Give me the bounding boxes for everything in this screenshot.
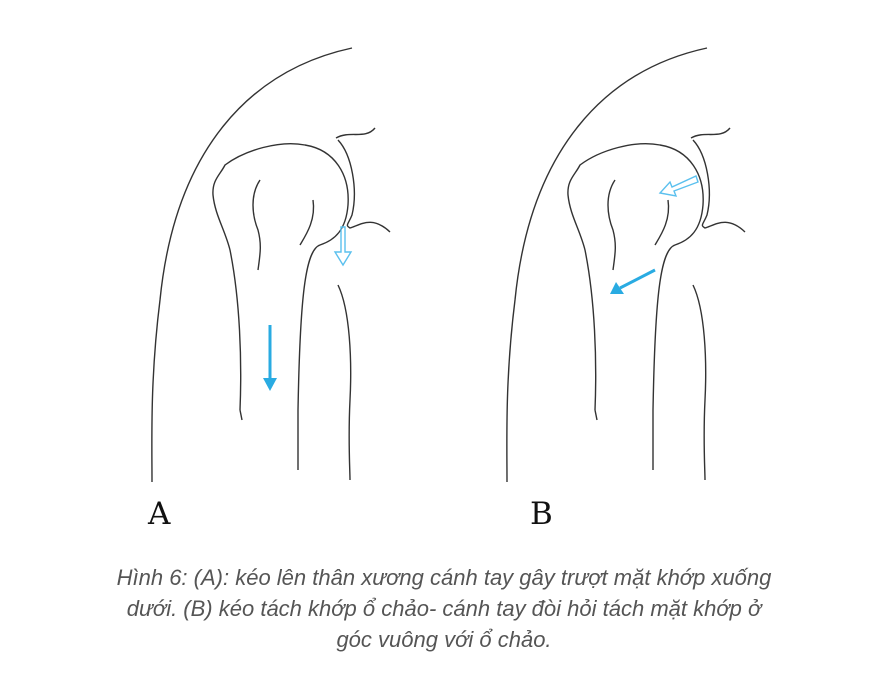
panel-a-drawing — [151, 47, 391, 483]
figure-caption: Hình 6: (A): kéo lên thân xương cánh tay… — [20, 562, 868, 655]
caption-line-1: Hình 6: (A): kéo lên thân xương cánh tay… — [116, 565, 772, 590]
caption-line-2: dưới. (B) kéo tách khớp ổ chảo- cánh tay… — [126, 596, 762, 621]
panel-a-label: A — [148, 496, 171, 532]
panel-b-label: B — [530, 496, 553, 532]
solid-arrow-down-icon — [263, 325, 277, 391]
solid-arrow-diagonal-icon — [610, 268, 656, 294]
hollow-arrow-down-icon — [333, 226, 353, 267]
caption-line-3: góc vuông với ổ chảo. — [336, 627, 552, 652]
panel-b-drawing — [506, 47, 746, 483]
hollow-arrow-left-icon — [658, 175, 699, 197]
shoulder-diagram — [151, 47, 746, 483]
